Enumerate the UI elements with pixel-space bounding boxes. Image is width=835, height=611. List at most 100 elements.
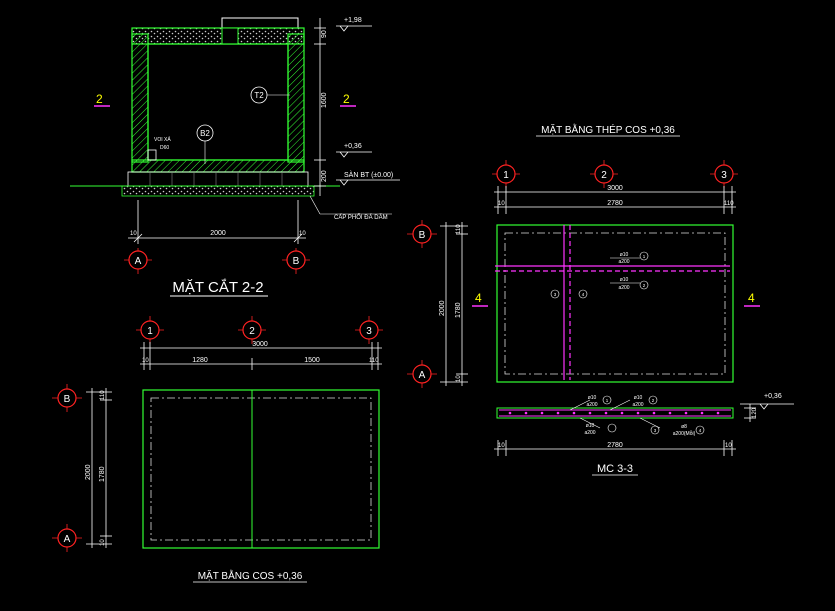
rebar-title: MẶT BẰNG THÉP COS +0,36 bbox=[541, 123, 675, 136]
rebar-axis-1: 1 bbox=[492, 160, 520, 188]
mc-mark-2: 2 bbox=[652, 398, 655, 403]
plan-dim-end-l: 10 bbox=[142, 358, 149, 364]
svg-text:3: 3 bbox=[721, 170, 727, 181]
cut-label-left: 2 bbox=[96, 92, 103, 106]
left-wall bbox=[131, 33, 149, 163]
manhole-lid bbox=[221, 17, 299, 29]
cut-label-right: 2 bbox=[343, 92, 350, 106]
plan-dim-left: 1280 bbox=[192, 357, 208, 364]
rebar-dim-v-top: 110 bbox=[456, 224, 462, 234]
mc-lbl-3: ø10 bbox=[586, 423, 595, 429]
mc-lbl-3b: a200 bbox=[584, 430, 595, 436]
svg-text:A: A bbox=[64, 534, 71, 545]
mc-dim-v: 120 bbox=[752, 407, 758, 418]
rebar-dim-v-total: 2000 bbox=[439, 300, 446, 316]
rebar-mark-1: 1 bbox=[643, 254, 646, 259]
svg-text:1: 1 bbox=[147, 326, 153, 337]
svg-text:B: B bbox=[64, 394, 71, 405]
plan-dim-right: 1500 bbox=[304, 357, 320, 364]
rebar-mark-3: 3 bbox=[554, 292, 557, 297]
plan-dim-v-top: 110 bbox=[100, 390, 106, 400]
label-d60: D60 bbox=[160, 145, 169, 151]
width-dim: 2000 bbox=[210, 230, 226, 237]
mc-lbl-1b: a200 bbox=[586, 402, 597, 408]
plan-dim-v-bottom: 10 bbox=[100, 539, 106, 546]
mc-elev: +0,36 bbox=[764, 393, 782, 400]
dim-bottom: 200 bbox=[321, 170, 328, 182]
plan-dim-v-total: 2000 bbox=[85, 464, 92, 480]
rebar-bar-a: ø10 bbox=[620, 252, 629, 258]
top-slab bbox=[131, 27, 305, 45]
svg-text:3: 3 bbox=[366, 326, 372, 337]
mc-lbl-2: ø10 bbox=[634, 395, 643, 401]
mc-lbl-1: ø10 bbox=[588, 395, 597, 401]
rebar-inner-outline bbox=[504, 232, 726, 375]
plan-axis-1: 1 bbox=[136, 316, 164, 344]
drain-pipe bbox=[147, 149, 157, 161]
mc-lbl-4b: a200(Mỗi) bbox=[673, 430, 696, 437]
rebar-bar-b: ø10 bbox=[620, 277, 629, 283]
plan-axis-2: 2 bbox=[238, 316, 266, 344]
rebar-outline bbox=[496, 224, 734, 383]
section-title: MẶT CẮT 2-2 bbox=[172, 278, 263, 296]
mc-mark-1: 1 bbox=[606, 398, 609, 403]
rebar-bar-a-spacing: a200 bbox=[618, 259, 629, 265]
tag-t2: T2 bbox=[254, 91, 264, 100]
rebar-axis-3: 3 bbox=[710, 160, 738, 188]
rebar-cut-left: 4 bbox=[475, 291, 482, 305]
label-voi-xa: VOI XẢ bbox=[154, 136, 171, 143]
svg-text:1: 1 bbox=[503, 170, 509, 181]
tag-b2: B2 bbox=[200, 129, 210, 138]
mc-title: MC 3-3 bbox=[597, 463, 633, 475]
bottom-slab bbox=[131, 159, 305, 173]
plan-dim-total: 3000 bbox=[252, 341, 268, 348]
plan-title: MẶT BẰNG COS +0,36 bbox=[198, 569, 303, 582]
plan-cos-036: 1 2 3 3000 1280 1500 10 110 bbox=[52, 316, 383, 583]
svg-text:2: 2 bbox=[601, 170, 607, 181]
gravel-base bbox=[121, 185, 315, 197]
rebar-cut-right: 4 bbox=[748, 291, 755, 305]
mc-dim-end-l: 10 bbox=[498, 443, 505, 449]
axis-b-bubble: B bbox=[282, 248, 310, 274]
mc-lbl-2b: a200 bbox=[632, 402, 643, 408]
rebar-dim-end-l: 10 bbox=[498, 201, 505, 207]
section-vertical-dimension bbox=[314, 18, 326, 196]
rebar-mark-4: 4 bbox=[582, 292, 585, 297]
mc-mark-4: 4 bbox=[699, 428, 702, 433]
svg-text:A: A bbox=[135, 256, 142, 267]
plan-outline bbox=[142, 389, 380, 549]
mc-dim-end-r: 10 bbox=[725, 443, 732, 449]
plan-inner-outline bbox=[150, 397, 372, 541]
dim-top: 90 bbox=[321, 30, 328, 38]
rebar-axis-a: A bbox=[407, 360, 437, 388]
floor-label: SÀN BT (±0.00) bbox=[344, 170, 393, 179]
rebar-dim-inner: 2780 bbox=[607, 200, 623, 207]
svg-text:A: A bbox=[419, 370, 426, 381]
dim-mid: 1600 bbox=[321, 92, 328, 108]
plan-axis-a: A bbox=[52, 524, 82, 552]
axis-a-bubble: A bbox=[124, 248, 152, 274]
gravel-note: CẤP PHỐI ĐÁ DĂM bbox=[334, 214, 388, 221]
rebar-bar-b-spacing: a200 bbox=[618, 285, 629, 291]
rebar-dim-end-r: 110 bbox=[724, 201, 734, 207]
plan-dim-end-r: 110 bbox=[369, 358, 379, 364]
mc-lbl-4: ø8 bbox=[681, 424, 687, 430]
rebar-bars bbox=[495, 225, 730, 380]
svg-text:B: B bbox=[293, 256, 300, 267]
plan-axis-3: 3 bbox=[355, 316, 383, 344]
rebar-axis-b: B bbox=[407, 220, 437, 248]
rebar-mark-2: 2 bbox=[643, 283, 646, 288]
section-2-2: 90 1600 200 +1,98 +0,36 SÀN BT (±0.00) 2… bbox=[70, 17, 400, 297]
mc-mark-3: 3 bbox=[654, 428, 657, 433]
end-left: 10 bbox=[130, 231, 137, 237]
elev-top: +1,98 bbox=[344, 17, 362, 24]
svg-text:2: 2 bbox=[249, 326, 255, 337]
rebar-dim-v-bottom: 10 bbox=[456, 375, 462, 382]
rebar-axis-2: 2 bbox=[590, 160, 618, 188]
rebar-dim-total: 3000 bbox=[607, 185, 623, 192]
rebar-plan: MẶT BẰNG THÉP COS +0,36 1 2 3 3000 2 bbox=[407, 123, 760, 388]
svg-text:B: B bbox=[419, 230, 426, 241]
mc-dim-inner: 2780 bbox=[607, 442, 623, 449]
end-right: 10 bbox=[299, 231, 306, 237]
